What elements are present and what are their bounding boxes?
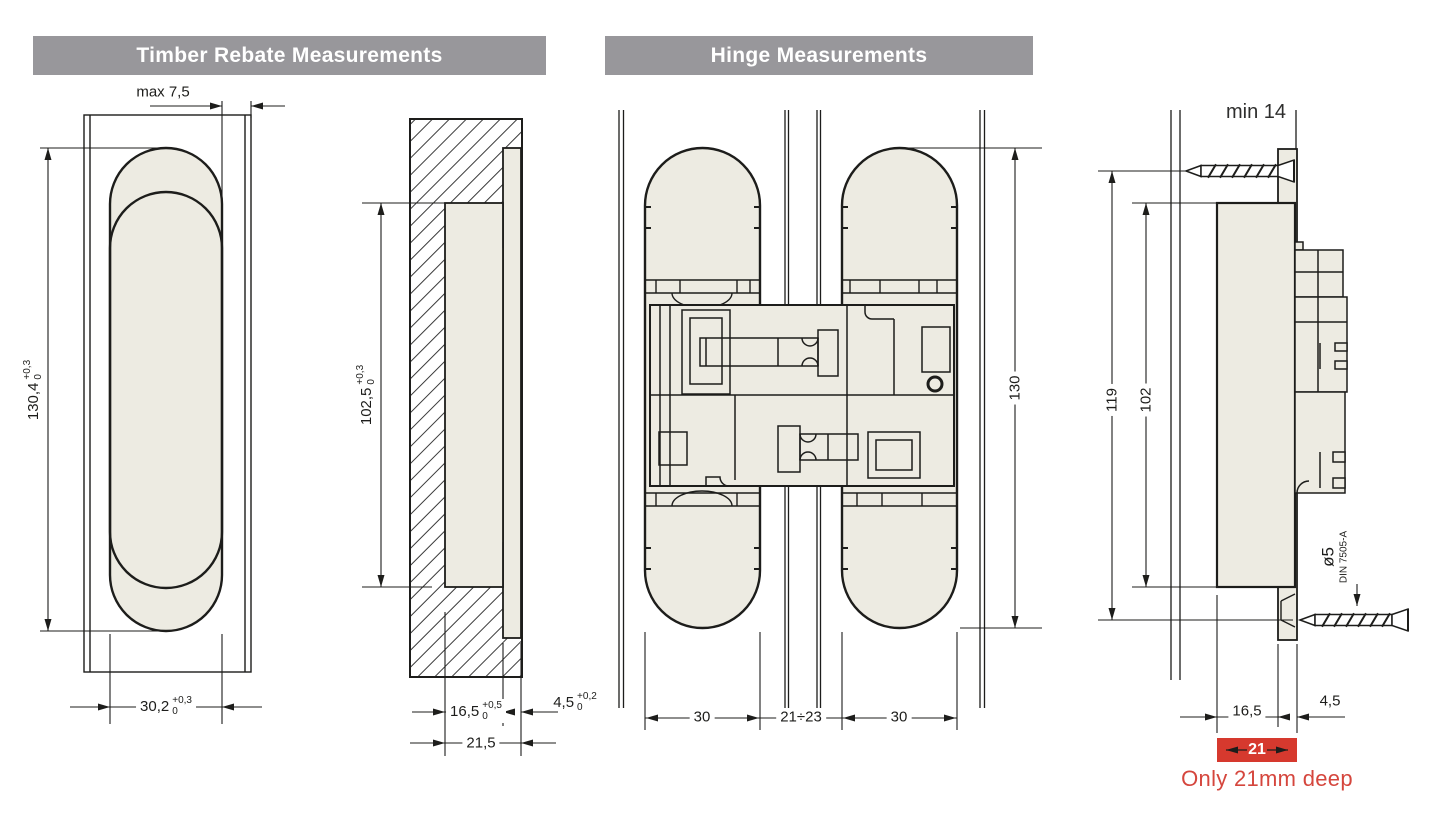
header-hinge-label: Hinge Measurements [710, 43, 928, 67]
door-edge-outline [83, 114, 252, 673]
pocket-rebate [444, 202, 504, 588]
hinge-body-side [1215, 201, 1297, 589]
hinge-side-view-drawing [1098, 110, 1409, 762]
rebate-slot-outer [108, 146, 224, 633]
leaf-edge-ticks [645, 206, 957, 570]
rebate-front-view-drawing [40, 101, 285, 724]
screw-standard-label: DIN 7505-A [1338, 530, 1350, 584]
dim-leaf-width-right: 30 [886, 708, 912, 726]
leaf-end-caps [645, 279, 957, 507]
wood-screw-icon-bottom [1297, 607, 1409, 633]
hinge-linkage-mechanism [649, 304, 955, 487]
screw-diameter-label: ø5 [1318, 547, 1338, 567]
depth-highlight-bar [1217, 738, 1297, 762]
dim-total-height: 119 [1103, 384, 1121, 416]
linkage-stack-profile [1294, 241, 1348, 494]
dim-flange-depth-side: 4,5 [1319, 692, 1341, 710]
note-install-depth: Only 21mm deep [1181, 766, 1353, 791]
dim-leaf-gap: 21÷23 [776, 708, 826, 726]
wood-screw-icon-top [1183, 158, 1295, 184]
hinge-front-view-drawing [618, 110, 1042, 730]
header-timber-rebate: Timber Rebate Measurements [33, 36, 546, 75]
header-timber-rebate-label: Timber Rebate Measurements [136, 43, 443, 67]
rebate-slot-inner [108, 190, 224, 590]
dim-total-depth: 21,5 [462, 734, 500, 752]
label-screw-spec: ø5 DIN 7505-A [1318, 531, 1349, 583]
label-min-frame-depth: min 14 [1225, 101, 1287, 123]
dim-leaf-width-left: 30 [689, 708, 715, 726]
dim-max-edge: max 7,5 [136, 83, 190, 101]
dim-body-height: 102 [1137, 383, 1155, 417]
flange-rebate [502, 147, 522, 639]
dim-install-depth: 21 [1248, 741, 1266, 758]
countersink-hole [1280, 593, 1296, 628]
dim-hinge-length: 130 [1006, 371, 1024, 405]
header-hinge: Hinge Measurements [605, 36, 1033, 75]
dim-body-depth: 16,5 [1228, 702, 1266, 720]
rebate-side-section-drawing [362, 118, 558, 756]
